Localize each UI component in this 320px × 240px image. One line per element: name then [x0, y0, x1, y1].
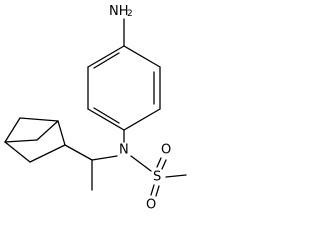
ring-bond-1: [123, 45, 161, 68]
atom-label-sulfur: S: [153, 170, 161, 185]
norbornane-bond-5: [29, 144, 66, 163]
nh2-hydrogen: H: [119, 4, 129, 19]
nh2-element: N: [109, 4, 119, 19]
bond-s-o-bottom-b: [155, 185, 160, 197]
svg-text:NH: NH: [109, 4, 129, 19]
atom-label-oxygen-bottom: O: [146, 198, 156, 213]
bond-n-ch: [91, 155, 118, 161]
norbornane-bond-2: [19, 117, 59, 122]
ring-double-bond-3: [93, 52, 120, 69]
norbornane-bridge-2: [4, 139, 38, 143]
atom-label-nitrogen: N: [119, 143, 129, 158]
bond-s-methyl: [165, 174, 187, 178]
chemical-structure-diagram: NH 2 N S O O: [4, 4, 187, 213]
bond-s-o-bottom-a: [150, 184, 155, 196]
ring-bond-4: [87, 108, 125, 131]
ring-bond-6: [87, 45, 125, 68]
bond-ch-norbornane: [64, 144, 93, 161]
norbornane-bond-4: [4, 141, 31, 163]
norbornane-bond-3: [4, 117, 21, 143]
bond-n-s: [130, 155, 152, 172]
bond-s-o-top-b: [161, 159, 167, 170]
norbornane-bond-1: [57, 120, 66, 146]
atom-label-nh2: NH 2: [109, 4, 133, 20]
norbornane: [4, 117, 66, 163]
norbornane-bridge-1: [36, 120, 59, 141]
bond-s-o-top-a: [156, 157, 162, 168]
benzene-ring: [87, 45, 161, 131]
atom-label-oxygen-top: O: [161, 143, 171, 158]
ring-bond-3: [123, 108, 161, 131]
ring-double-bond-2: [93, 107, 120, 124]
nh2-subscript: 2: [127, 9, 133, 19]
